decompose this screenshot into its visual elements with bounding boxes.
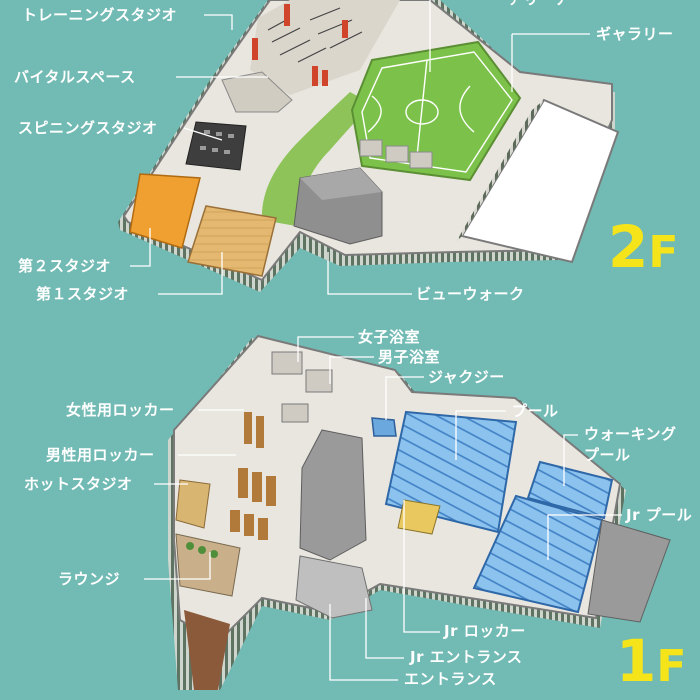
label-lounge: ラウンジ xyxy=(58,570,121,588)
locker-rows xyxy=(230,412,276,540)
hot-studio-room xyxy=(175,479,211,529)
lounge-plants xyxy=(186,542,218,558)
entrance-canopy xyxy=(295,555,373,619)
label-pool: プール xyxy=(512,402,559,420)
floor-unit-1: F xyxy=(656,641,687,692)
label-womens-locker: 女性用ロッカー xyxy=(66,401,175,419)
label-jr-pool: Jr プール xyxy=(626,506,693,524)
junior-pool xyxy=(472,494,604,614)
gallery-side xyxy=(456,100,544,242)
bath-rooms xyxy=(271,351,333,423)
label-hot-studio: ホットスタジオ xyxy=(24,475,133,493)
label-womens-bath: 女子浴室 xyxy=(358,328,421,346)
vital-space-area xyxy=(221,71,293,113)
label-vital-space: バイタルスペース xyxy=(14,68,136,86)
walking-pool xyxy=(526,460,614,520)
floor-1f-plan xyxy=(168,334,671,690)
label-spinning-studio: スピニングスタジオ xyxy=(18,119,158,137)
label-jr-locker: Jr ロッカー xyxy=(444,622,526,640)
label-arena-partial: アリーナ xyxy=(508,0,570,8)
label-gallery: ギャラリー xyxy=(596,25,674,43)
label-studio-2: 第２スタジオ xyxy=(18,257,112,275)
green-walkway xyxy=(261,92,372,226)
label-training-studio: トレーニングスタジオ xyxy=(22,6,178,24)
center-block-1f xyxy=(299,429,367,561)
floor-label-2f: 2F xyxy=(608,218,678,276)
label-mens-locker: 男性用ロッカー xyxy=(46,446,155,464)
gallery-roof xyxy=(460,98,620,264)
label-walking-pool-2: プール xyxy=(584,446,631,464)
entrance-ramp xyxy=(184,610,230,690)
floor-number-2: 2 xyxy=(608,213,649,281)
studio-2-room xyxy=(129,173,201,249)
label-view-walk: ビューウォーク xyxy=(416,285,525,303)
floor-unit-2: F xyxy=(648,227,679,278)
label-walking-pool-1: ウォーキング xyxy=(584,425,677,443)
label-jacuzzi: ジャクジー xyxy=(428,368,505,386)
label-mens-bath: 男子浴室 xyxy=(378,348,441,366)
label-entrance: エントランス xyxy=(404,670,497,688)
label-studio-1: 第１スタジオ xyxy=(36,285,130,303)
red-columns xyxy=(252,4,348,86)
jacuzzi-tub xyxy=(371,417,397,437)
label-jr-entrance: Jr エントランス xyxy=(410,648,523,666)
view-walk-roof xyxy=(300,168,382,200)
floor-number-1: 1 xyxy=(616,627,657,695)
small-rooms-2f xyxy=(359,139,433,169)
floor-2f-plan xyxy=(118,0,620,292)
studio-1-room xyxy=(187,205,277,277)
court-lines xyxy=(361,51,513,173)
spin-bikes xyxy=(200,130,234,154)
lounge-area xyxy=(175,533,241,597)
spinning-studio-room xyxy=(185,121,247,171)
jr-locker-room xyxy=(397,499,441,535)
roof-block-1f xyxy=(587,519,671,623)
floor-label-1f: 1F xyxy=(616,632,686,690)
leader-lines xyxy=(130,0,622,681)
